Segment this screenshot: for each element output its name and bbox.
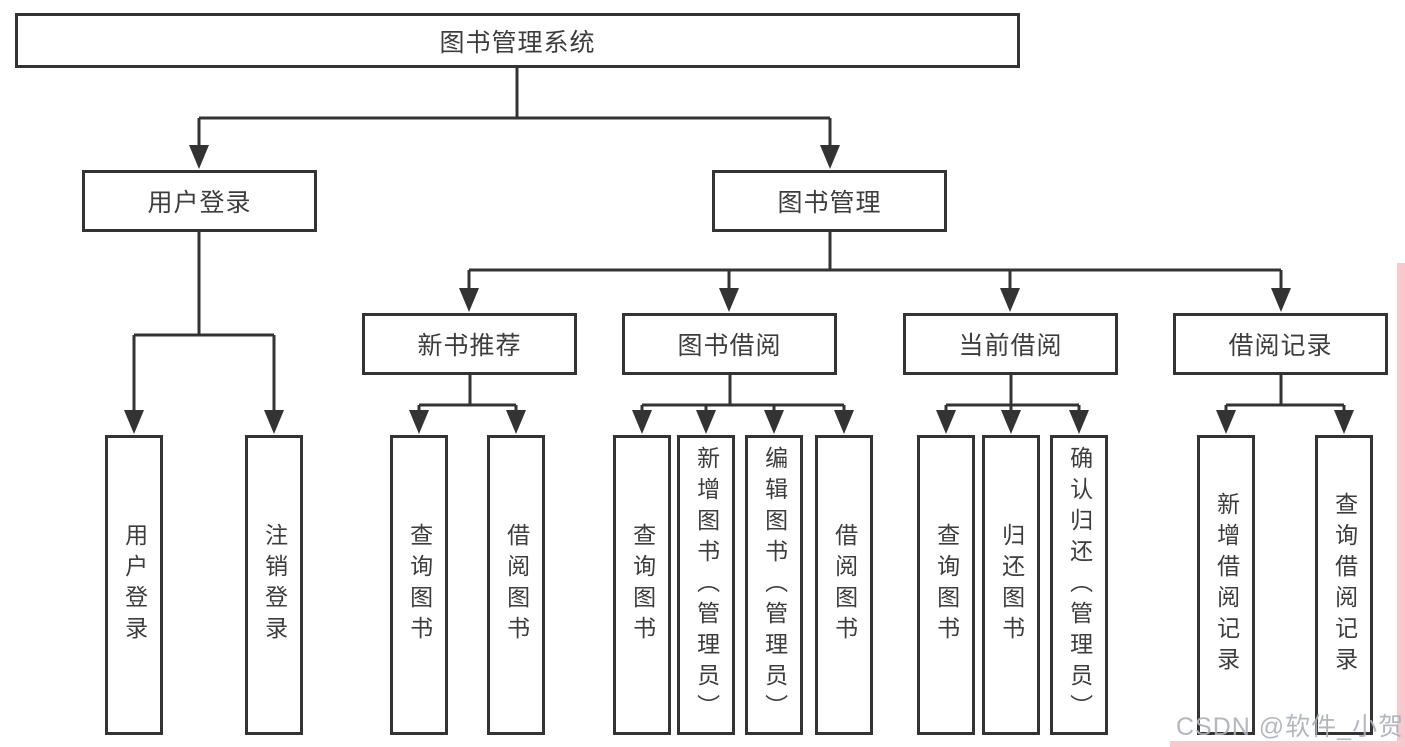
connector-new-book-recommend-children xyxy=(409,375,526,434)
node-label: 注销登录 xyxy=(261,523,288,647)
node-borrow-books: 借阅图书 xyxy=(487,435,545,735)
node-label: 查询借阅记录 xyxy=(1331,492,1358,678)
node-borrow-books-2: 借阅图书 xyxy=(815,435,873,735)
node-book-management: 图书管理 xyxy=(712,170,947,232)
node-query-borrow-record: 查询借阅记录 xyxy=(1315,435,1373,735)
node-label: 新增图书（管理员） xyxy=(693,445,720,725)
node-user-login-group: 用户登录 xyxy=(82,170,317,232)
node-query-books-2: 查询图书 xyxy=(613,435,671,735)
node-borrow-records: 借阅记录 xyxy=(1173,313,1388,375)
node-query-books-3: 查询图书 xyxy=(917,435,975,735)
node-label: 查询图书 xyxy=(406,523,433,647)
connector-book-borrow-children xyxy=(632,375,854,434)
node-user-login: 用户登录 xyxy=(105,435,163,735)
node-logout: 注销登录 xyxy=(245,435,303,735)
node-label: 借阅图书 xyxy=(503,523,530,647)
node-label: 新增借阅记录 xyxy=(1213,492,1240,678)
node-add-borrow-record: 新增借阅记录 xyxy=(1197,435,1255,735)
node-library-management-system: 图书管理系统 xyxy=(15,13,1020,68)
connector-borrow-records-children xyxy=(1216,375,1354,434)
node-label: 归还图书 xyxy=(998,523,1025,647)
connector-user-login-children xyxy=(124,232,284,434)
node-label: 编辑图书（管理员） xyxy=(761,445,788,725)
node-new-book-recommend: 新书推荐 xyxy=(362,313,577,375)
node-add-books-admin: 新增图书（管理员） xyxy=(677,435,735,735)
node-edit-books-admin: 编辑图书（管理员） xyxy=(745,435,803,735)
node-label: 查询图书 xyxy=(629,523,656,647)
node-confirm-return-admin: 确认归还（管理员） xyxy=(1050,435,1108,735)
node-label: 查询图书 xyxy=(933,523,960,647)
node-current-borrow: 当前借阅 xyxy=(903,313,1118,375)
node-label: 用户登录 xyxy=(121,523,148,647)
connector-root-to-level2 xyxy=(189,68,840,169)
connector-current-borrow-children xyxy=(936,375,1089,434)
connector-book-management-children xyxy=(459,232,1291,312)
node-book-borrow: 图书借阅 xyxy=(622,313,837,375)
csdn-watermark: CSDN @软件_小贺同学 xyxy=(1176,713,1405,741)
node-label: 确认归还（管理员） xyxy=(1066,445,1093,725)
node-query-books: 查询图书 xyxy=(390,435,448,735)
pink-edge-strip-bottom xyxy=(1170,741,1405,747)
node-label: 借阅图书 xyxy=(831,523,858,647)
pink-edge-strip-right xyxy=(1397,263,1405,747)
node-return-books: 归还图书 xyxy=(982,435,1040,735)
